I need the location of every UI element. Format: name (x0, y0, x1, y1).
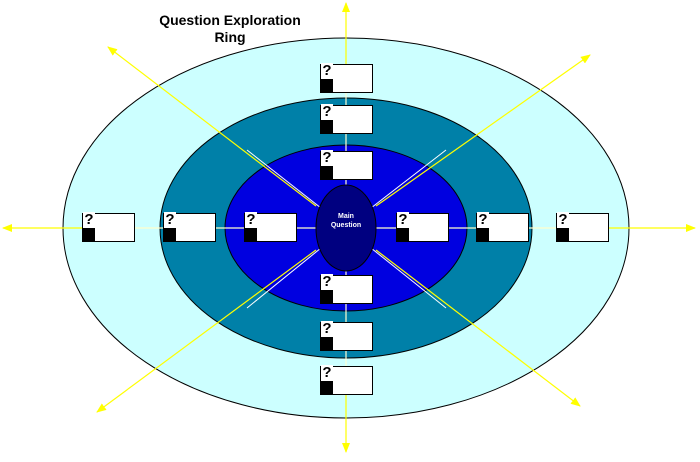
question-mark-icon: ? (321, 273, 333, 303)
question-mark-icon: ? (397, 211, 409, 241)
main-question-ellipse (315, 184, 377, 272)
question-mark-glyph: ? (321, 62, 333, 79)
question-mark-icon: ? (321, 364, 333, 394)
title-line-2: Ring (214, 29, 246, 45)
question-mark-glyph: ? (397, 211, 409, 228)
connector-lower-left (246, 247, 322, 309)
main-question-label: Main Question (316, 212, 376, 230)
arrow-upper-right (375, 54, 591, 207)
question-box-outer-right: ? (556, 211, 609, 242)
connector-lower-right (370, 247, 447, 309)
question-box-inner-top: ? (320, 149, 373, 180)
title-line-1: Question Exploration (159, 12, 301, 28)
question-mark-glyph: ? (477, 211, 489, 228)
question-mark-glyph: ? (83, 211, 95, 228)
question-mark-icon: ? (83, 211, 95, 241)
question-mark-glyph: ? (321, 364, 333, 381)
question-box-middle-bottom: ? (320, 320, 373, 351)
question-mark-icon: ? (477, 211, 489, 241)
question-box-outer-top: ? (320, 62, 373, 93)
question-box-inner-right: ? (396, 211, 449, 242)
question-mark-glyph: ? (321, 149, 333, 166)
question-mark-glyph: ? (164, 211, 176, 228)
arrow-lower-right (375, 249, 581, 407)
main-question-line-2: Question (330, 222, 362, 229)
main-question-line-1: Main (338, 213, 354, 220)
question-box-middle-right: ? (476, 211, 529, 242)
question-box-inner-left: ? (244, 211, 297, 242)
question-mark-glyph: ? (245, 211, 257, 228)
arrow-upper-left (107, 46, 317, 207)
question-mark-icon: ? (245, 211, 257, 241)
question-box-middle-left: ? (163, 211, 216, 242)
question-mark-icon: ? (321, 62, 333, 92)
question-mark-glyph: ? (321, 273, 333, 290)
connector-upper-left (246, 149, 322, 209)
question-mark-glyph: ? (557, 211, 569, 228)
question-box-middle-top: ? (320, 103, 373, 134)
question-mark-icon: ? (321, 103, 333, 133)
question-mark-icon: ? (164, 211, 176, 241)
question-box-outer-left: ? (82, 211, 135, 242)
question-mark-icon: ? (321, 149, 333, 179)
arrow-lower-left (96, 249, 317, 413)
question-mark-glyph: ? (321, 103, 333, 120)
question-box-inner-bottom: ? (320, 273, 373, 304)
diagram-title: Question Exploration Ring (145, 12, 315, 46)
question-box-outer-bottom: ? (320, 364, 373, 395)
question-mark-icon: ? (557, 211, 569, 241)
question-mark-icon: ? (321, 320, 333, 350)
question-mark-glyph: ? (321, 320, 333, 337)
connector-upper-right (370, 149, 447, 209)
